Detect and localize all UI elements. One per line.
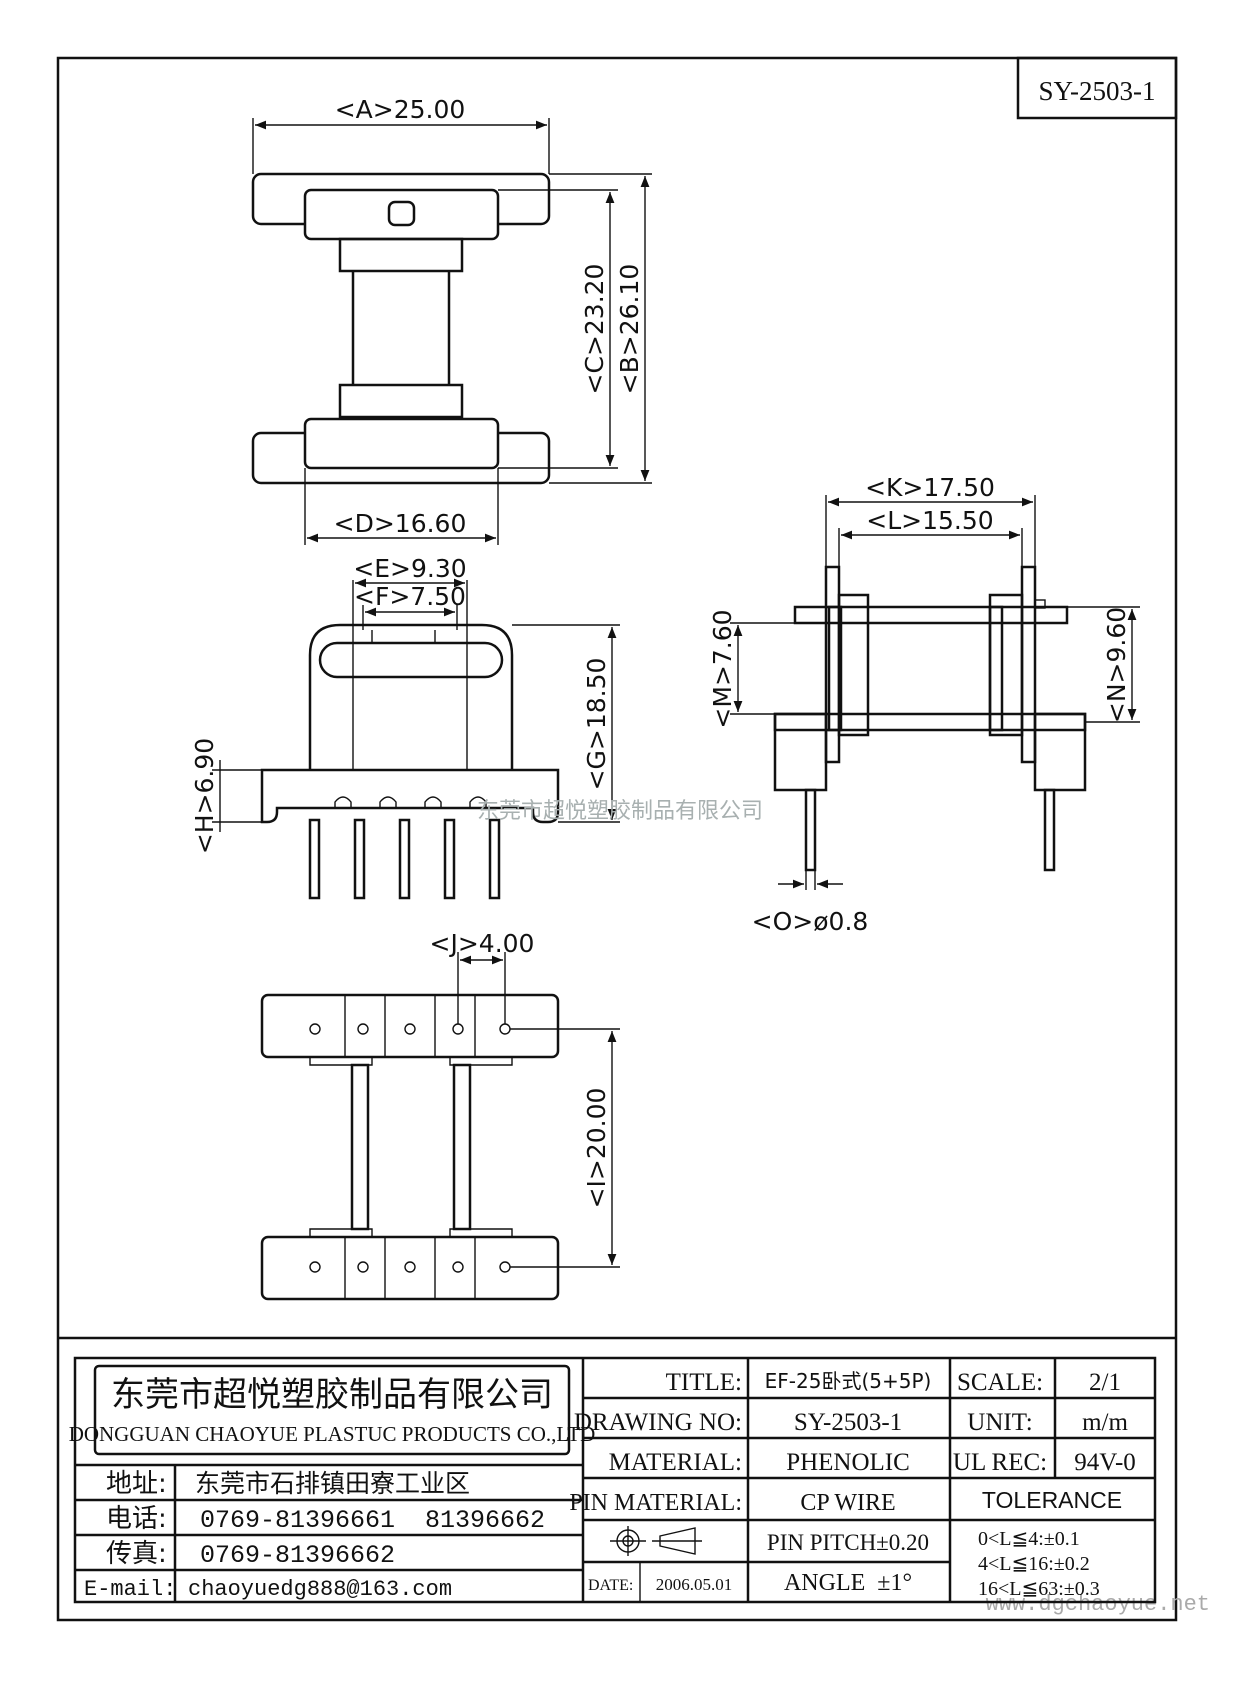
- dim-g: <G>18.50: [512, 624, 620, 823]
- dim-a: <A>25.00: [252, 95, 550, 174]
- dim-l: <L>15.50: [838, 506, 1023, 595]
- email-value: chaoyuedg888@163.com: [188, 1577, 452, 1602]
- company-box: [93, 1364, 571, 1456]
- title-block: 东莞市超悦塑胶制品有限公司 DONGGUAN CHAOYUE PLASTUC P…: [58, 1336, 1176, 1604]
- dim-b-label: <B>26.10: [615, 264, 644, 395]
- bottom-pin-holes-top: [309, 1023, 511, 1035]
- dim-a-label: <A>25.00: [335, 95, 466, 124]
- dim-o: <O>ø0.8: [752, 870, 869, 936]
- dim-e: <E>9.30: [352, 554, 468, 625]
- bottom-view: [260, 993, 560, 1301]
- dim-k: <K>17.50: [825, 473, 1036, 567]
- watermark-center: 东莞市超悦塑胶制品有限公司: [477, 799, 763, 824]
- dim-l-label: <L>15.50: [866, 506, 993, 535]
- scale-value: 2/1: [1089, 1369, 1121, 1396]
- material-value: PHENOLIC: [786, 1449, 910, 1476]
- date-label: DATE:: [588, 1577, 633, 1594]
- dim-n: <N>9.60: [1067, 606, 1140, 723]
- phone-label: 电话:: [106, 1504, 167, 1534]
- dim-b: <B>26.10: [549, 173, 652, 484]
- dim-g-label: <G>18.50: [582, 658, 611, 791]
- tolerance-2: 16<L≦63:±0.3: [978, 1578, 1100, 1600]
- address-value: 东莞市石排镇田寮工业区: [195, 1469, 470, 1498]
- dim-h-label: <H>6.90: [190, 738, 219, 854]
- pin-material-label: PIN MATERIAL:: [569, 1490, 742, 1516]
- company-name-cn: 东莞市超悦塑胶制品有限公司: [111, 1375, 553, 1415]
- company-name-en: DONGGUAN CHAOYUE PLASTUC PRODUCTS CO.,LT…: [69, 1422, 596, 1446]
- watermark-url: www.dgchaoyue.net: [986, 1592, 1210, 1617]
- front-view: [251, 172, 551, 485]
- scale-label: SCALE:: [957, 1369, 1043, 1396]
- dim-m-label: <M>7.60: [708, 609, 737, 728]
- fax-label: 传真:: [106, 1539, 167, 1569]
- ul-value: 94V-0: [1074, 1449, 1136, 1476]
- dim-e-label: <E>9.30: [353, 554, 466, 583]
- drawing-no-value: SY-2503-1: [794, 1409, 902, 1436]
- pin-pitch: PIN PITCH±0.20: [767, 1530, 929, 1555]
- bottom-pin-holes-bottom: [309, 1261, 511, 1273]
- fax-value: 0769-81396662: [200, 1541, 395, 1570]
- dim-c: <C>23.20: [498, 189, 618, 469]
- dim-f-label: <F>7.50: [354, 582, 466, 611]
- angle: ANGLE ±1°: [784, 1570, 912, 1596]
- drawing-code: SY-2503-1: [1038, 76, 1155, 106]
- email-label: E-mail:: [84, 1577, 176, 1602]
- dim-i-label: <I>20.00: [582, 1088, 611, 1209]
- dim-j: <J>4.00: [430, 929, 535, 1024]
- title-value: EF-25卧式(5+5P): [765, 1369, 932, 1393]
- dim-n-label: <N>9.60: [1102, 607, 1131, 723]
- dim-j-label: <J>4.00: [430, 929, 535, 958]
- unit-value: m/m: [1082, 1409, 1128, 1436]
- tolerance-0: 0<L≦4:±0.1: [978, 1528, 1080, 1550]
- drawing-code-box: SY-2503-1: [1016, 56, 1178, 120]
- dim-f: <F>7.50: [354, 582, 466, 630]
- sheet-border: [56, 56, 1178, 1622]
- unit-label: UNIT:: [967, 1409, 1032, 1436]
- dim-c-label: <C>23.20: [580, 264, 609, 395]
- address-label: 地址:: [106, 1469, 167, 1499]
- tolerance-label: TOLERANCE: [982, 1487, 1122, 1513]
- projection-symbol: [610, 1526, 702, 1556]
- side-slots: [334, 796, 487, 808]
- phone-value: 0769-81396661 81396662: [200, 1506, 545, 1535]
- title-label: TITLE:: [666, 1369, 742, 1396]
- dim-i: <I>20.00: [510, 1028, 620, 1268]
- ul-label: UL REC:: [953, 1449, 1047, 1476]
- drawing-no-label: DRAWING NO:: [574, 1409, 742, 1436]
- dim-m: <M>7.60: [708, 609, 826, 729]
- pin-material-value: CP WIRE: [800, 1490, 895, 1516]
- date-value: 2006.05.01: [656, 1575, 733, 1594]
- side-view: [260, 623, 560, 900]
- tolerance-1: 4<L≦16:±0.2: [978, 1553, 1090, 1575]
- right-view: [773, 565, 1087, 872]
- dim-o-label: <O>ø0.8: [752, 907, 869, 936]
- dim-d: <D>16.60: [304, 468, 499, 545]
- dim-d-label: <D>16.60: [334, 509, 467, 538]
- dim-h: <H>6.90: [190, 738, 262, 854]
- side-pins: [308, 818, 501, 900]
- dim-k-label: <K>17.50: [865, 473, 995, 502]
- material-label: MATERIAL:: [609, 1449, 742, 1476]
